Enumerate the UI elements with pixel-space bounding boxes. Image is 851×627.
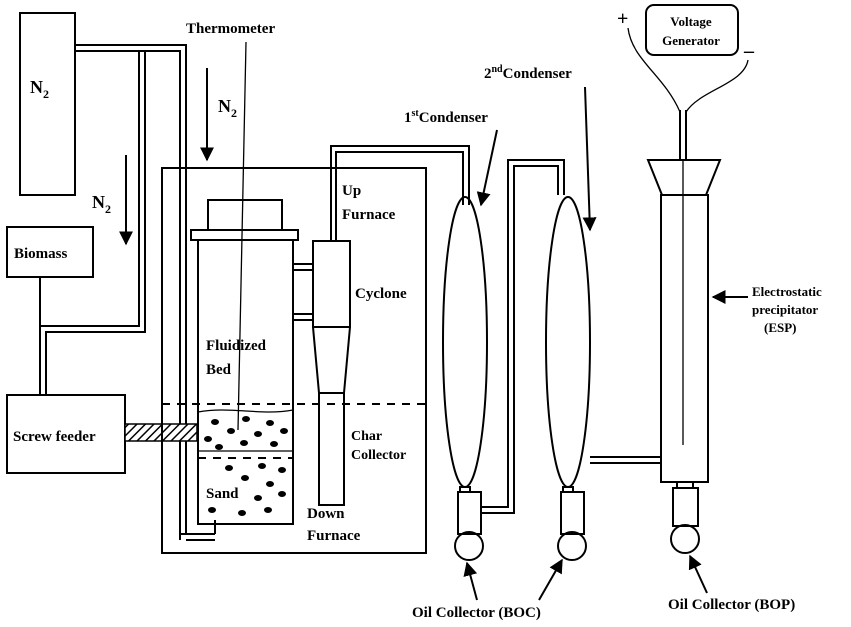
up-furnace-label: Up: [342, 183, 361, 199]
sand-label: Sand: [206, 486, 239, 502]
biomass-hopper: [6, 226, 94, 278]
furnace-box: [161, 167, 427, 554]
svg-text:Bed: Bed: [206, 362, 232, 378]
n2-label-top: N: [218, 96, 231, 116]
svg-text:Generator: Generator: [662, 33, 720, 48]
n2-cylinder: [19, 12, 76, 196]
bed-particles: [204, 416, 288, 516]
esp-label: Electrostatic: [752, 284, 822, 299]
condenser-link: [481, 159, 565, 514]
fluidized-bed-reactor: [190, 199, 299, 525]
positive-wire: [627, 27, 681, 113]
negative-wire: [685, 59, 749, 113]
oil-collector-bop-label: Oil Collector (BOP): [668, 597, 795, 613]
plus-terminal: +: [617, 8, 628, 30]
svg-text:Furnace: Furnace: [342, 207, 396, 223]
first-condenser: [442, 196, 488, 561]
char-collector-label: Char: [351, 429, 382, 444]
svg-text:Collector: Collector: [351, 448, 406, 463]
screw-feeder-label: Screw feeder: [13, 429, 96, 445]
n2-label-left: N: [92, 192, 105, 212]
voltage-generator: [645, 4, 739, 56]
down-furnace-label: Down: [307, 506, 345, 522]
char-collector: [318, 392, 345, 506]
svg-text:N2: N2: [30, 77, 49, 101]
thermometer: [237, 41, 247, 431]
n2-supply-lines: [39, 44, 216, 541]
oil-collector-boc-label: Oil Collector (BOC): [412, 605, 541, 621]
second-condenser-label: 2ndCondenser: [484, 64, 572, 82]
cyclone-label: Cyclone: [355, 286, 407, 302]
voltage-generator-label: Voltage: [670, 14, 712, 29]
minus-terminal: –: [743, 40, 755, 62]
svg-text:Furnace: Furnace: [307, 528, 361, 544]
n2-cylinder-label: N: [30, 77, 43, 97]
svg-text:N2: N2: [92, 192, 111, 216]
fluidized-bed-label: Fluidized: [206, 338, 267, 354]
second-condenser: [545, 196, 591, 561]
svg-text:precipitator: precipitator: [752, 302, 818, 317]
svg-text:N2: N2: [218, 96, 237, 120]
esp-unit: [646, 110, 722, 554]
first-condenser-label: 1stCondenser: [404, 108, 488, 126]
biomass-label: Biomass: [14, 246, 68, 262]
thermometer-label: Thermometer: [186, 21, 275, 37]
svg-text:(ESP): (ESP): [764, 320, 797, 335]
